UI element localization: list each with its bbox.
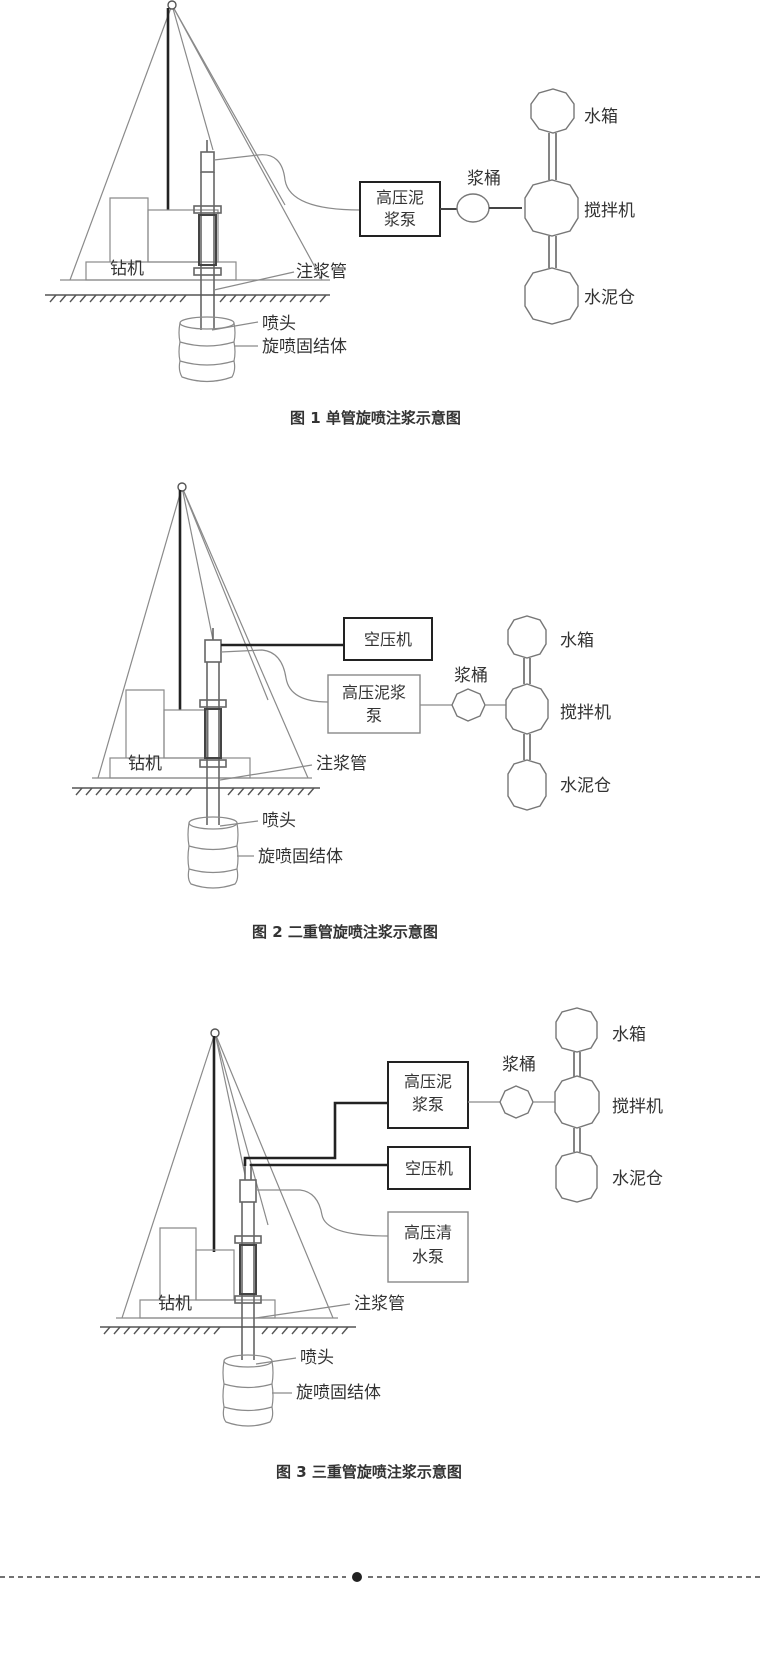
fig3-water-pump-label-line2: 水泵 <box>412 1247 444 1266</box>
fig3-mixer-label: 搅拌机 <box>612 1097 663 1117</box>
fig3-nozzle-label: 喷头 <box>300 1348 334 1368</box>
divider-dot <box>352 1572 362 1582</box>
fig1-drill-rig <box>85 197 237 281</box>
fig2-compressor-box <box>343 617 433 661</box>
fig2-compressor-label: 空压机 <box>364 630 412 649</box>
fig1-mixer <box>524 179 579 237</box>
fig2-hose <box>220 649 329 703</box>
fig3-water-hose <box>256 1189 389 1237</box>
fig2-bucket <box>451 688 486 722</box>
fig2-cement-silo <box>507 759 547 811</box>
fig3-caption: 图 3 三重管旋喷注浆示意图 <box>276 1463 462 1481</box>
figure-2: 钻机 注浆管 喷头 旋喷固结体 空压机 高压泥浆 泵 浆桶 水箱 搅拌机 水泥仓… <box>72 482 611 941</box>
fig1-mixer-label: 搅拌机 <box>584 201 635 221</box>
fig3-pump-box <box>387 1061 469 1129</box>
fig2-pump-box <box>327 674 421 734</box>
fig2-injection-pipe <box>199 628 227 825</box>
fig3-pump-label-line2: 浆泵 <box>412 1095 444 1114</box>
fig3-bucket-label: 浆桶 <box>502 1055 536 1075</box>
fig3-air-pipe <box>249 1163 388 1167</box>
fig1-consolidated-body <box>178 316 236 383</box>
fig3-consolidated-body <box>222 1354 274 1427</box>
fig1-derrick <box>60 0 330 281</box>
fig3-derrick <box>116 1028 338 1319</box>
fig3-water-tank <box>555 1007 598 1053</box>
fig2-water-tank <box>507 615 547 659</box>
fig3-mixer <box>554 1075 600 1129</box>
fig2-pump-label-line1: 高压泥浆 <box>342 683 406 702</box>
fig3-pipe-label: 注浆管 <box>354 1294 405 1314</box>
fig3-body-label: 旋喷固结体 <box>296 1383 381 1403</box>
fig1-caption: 图 1 单管旋喷注浆示意图 <box>290 409 461 427</box>
fig3-cement-silo-label: 水泥仓 <box>612 1169 663 1189</box>
fig1-pipe-label: 注浆管 <box>296 262 347 282</box>
fig1-bucket <box>456 193 490 223</box>
fig2-pipe-label: 注浆管 <box>316 754 367 774</box>
fig1-cement-silo-label: 水泥仓 <box>584 288 635 308</box>
figure-3: 钻机 注浆管 喷头 旋喷固结体 高压泥 浆泵 空压机 高压清 水泵 浆桶 水箱 … <box>100 1007 663 1481</box>
fig1-water-tank-label: 水箱 <box>584 107 618 127</box>
fig1-pump-label-line1: 高压泥 <box>376 188 424 207</box>
figure-1: 钻机 注浆管 喷头 旋喷固结体 高压泥 浆泵 浆桶 水箱 搅拌机 水泥仓 图 1… <box>45 0 635 427</box>
fig3-injection-pipe <box>234 1166 262 1360</box>
fig3-drill-label: 钻机 <box>158 1294 192 1314</box>
fig3-slurry-pipe <box>243 1101 388 1166</box>
fig3-pump-label-line1: 高压泥 <box>404 1072 452 1091</box>
fig2-caption: 图 2 二重管旋喷注浆示意图 <box>252 923 438 941</box>
fig1-body-label: 旋喷固结体 <box>262 337 347 357</box>
fig1-hose <box>213 154 361 211</box>
fig3-compressor-box <box>387 1146 471 1190</box>
fig2-pump-label-line2: 泵 <box>366 706 382 725</box>
fig2-mixer <box>505 683 549 735</box>
fig1-injection-pipe <box>193 140 222 330</box>
fig3-ground <box>100 1326 356 1335</box>
fig2-derrick <box>92 482 312 779</box>
fig1-pump-box <box>359 181 441 237</box>
fig2-consolidated-body <box>187 816 239 889</box>
fig1-cement-silo <box>524 267 579 325</box>
fig2-bucket-label: 浆桶 <box>454 666 488 686</box>
fig3-compressor-label: 空压机 <box>405 1159 453 1178</box>
fig1-water-tank <box>530 88 575 134</box>
fig3-bucket <box>499 1085 534 1119</box>
fig2-drill-label: 钻机 <box>128 754 162 774</box>
fig2-drill-rig <box>109 689 251 779</box>
fig3-water-tank-label: 水箱 <box>612 1025 646 1045</box>
fig3-water-pump-box <box>387 1211 469 1283</box>
fig1-pump-label-line2: 浆泵 <box>384 210 416 229</box>
fig1-nozzle-label: 喷头 <box>262 314 296 334</box>
fig3-drill-rig <box>139 1227 276 1319</box>
fig2-ground <box>72 787 320 796</box>
fig3-water-pump-label-line1: 高压清 <box>404 1223 452 1242</box>
fig2-cement-silo-label: 水泥仓 <box>560 776 611 796</box>
fig2-water-tank-label: 水箱 <box>560 631 594 651</box>
fig2-mixer-label: 搅拌机 <box>560 703 611 723</box>
fig3-cement-silo <box>555 1151 598 1203</box>
divider <box>0 1572 760 1582</box>
fig1-bucket-label: 浆桶 <box>467 169 501 189</box>
fig1-drill-label: 钻机 <box>110 259 144 279</box>
fig1-ground <box>45 294 330 303</box>
fig2-nozzle-label: 喷头 <box>262 811 296 831</box>
fig2-body-label: 旋喷固结体 <box>258 847 343 867</box>
